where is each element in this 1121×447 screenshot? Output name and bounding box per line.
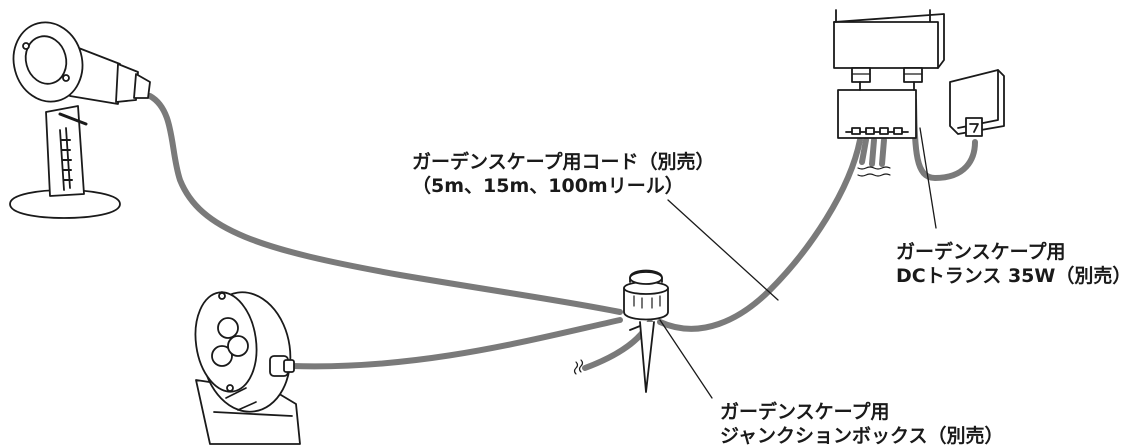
label-garden-cord: ガーデンスケープ用コード（別売） （5m、15m、100mリール） [412, 150, 714, 198]
cable-bundle-2 [869, 137, 877, 167]
cable-bundle-1 [859, 137, 869, 165]
label-garden-cord-line2: （5m、15m、100mリール） [412, 175, 684, 197]
junction-box [623, 269, 669, 393]
power-outlet [949, 69, 1005, 137]
cable-break-marks [573, 166, 891, 375]
cable-bundle-3 [879, 137, 887, 167]
cables [147, 93, 978, 371]
leader-lines [659, 127, 937, 399]
label-garden-cord-line1: ガーデンスケープ用コード（別売） [412, 151, 715, 173]
leader-cord [667, 199, 779, 301]
leader-transformer [919, 127, 937, 229]
dc-transformer [833, 9, 945, 139]
label-dc-transformer-line2: DCトランス 35W（別売） [896, 265, 1121, 287]
cable-floodlight-to-junction [289, 317, 623, 370]
cable-spotlight-to-junction [147, 93, 623, 315]
label-dc-transformer-line1: ガーデンスケープ用 [896, 241, 1066, 263]
label-junction-box-line2: ジャンクションボックス（別売） [720, 425, 1004, 447]
label-dc-transformer: ガーデンスケープ用 DCトランス 35W（別売） [896, 240, 1121, 288]
leader-junction [659, 319, 713, 399]
label-junction-box: ガーデンスケープ用 ジャンクションボックス（別売） [720, 400, 1003, 447]
label-junction-box-line1: ガーデンスケープ用 [720, 401, 890, 423]
cable-junction-to-transformer [657, 137, 863, 332]
spotlight-fixture [9, 21, 151, 219]
floodlight-fixture [194, 291, 301, 445]
